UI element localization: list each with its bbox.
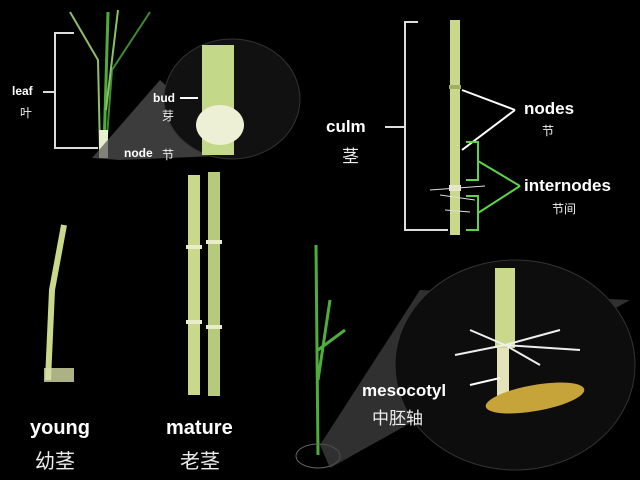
culm-label-zh: 茎 (342, 147, 359, 167)
mesocotyl-label-zh: 中胚轴 (372, 409, 423, 429)
internode-brackets (466, 141, 479, 231)
mature-label-zh: 老茎 (180, 449, 220, 473)
leaf-label-zh: 叶 (20, 106, 33, 120)
culm-label: culm (326, 117, 366, 136)
mesocotyl-label: mesocotyl (362, 381, 447, 400)
node-label: node (124, 146, 153, 160)
bud-label-zh: 芽 (162, 109, 175, 123)
young-label: young (30, 417, 90, 439)
mature-stems (186, 172, 222, 396)
mature-label: mature (166, 417, 233, 439)
internodes-label: internodes (524, 176, 611, 195)
seedling-illustration (69, 9, 151, 158)
leaf-bracket (54, 32, 98, 149)
young-stem (45, 224, 67, 381)
nodes-label: nodes (524, 99, 575, 118)
leaf-label: leaf (12, 84, 33, 98)
nodes-label-zh: 节 (542, 124, 555, 138)
bud-label: bud (153, 91, 175, 105)
internodes-label-zh: 节间 (552, 202, 577, 216)
node-label-zh: 节 (162, 148, 175, 162)
young-label-zh: 幼茎 (35, 449, 75, 473)
mesocotyl-magnifier (394, 259, 636, 471)
